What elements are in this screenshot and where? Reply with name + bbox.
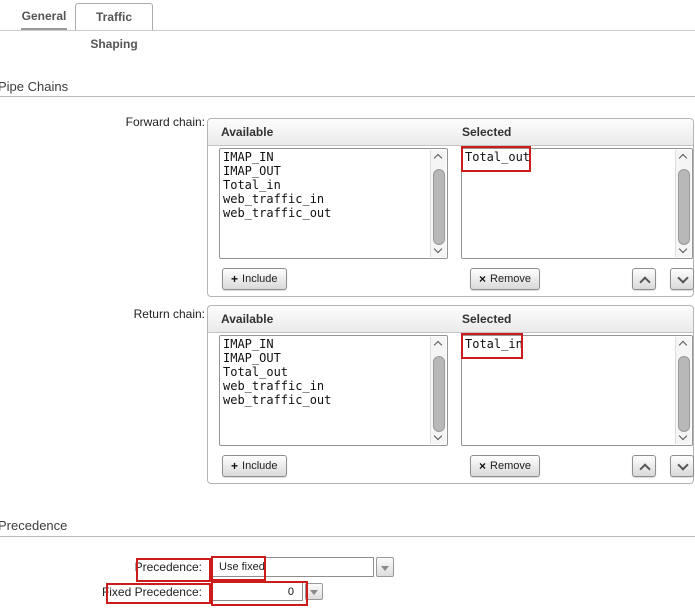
remove-button-label: Remove [490, 460, 531, 472]
list-item[interactable]: IMAP_OUT [223, 164, 281, 178]
forward-move-up-button[interactable] [632, 268, 656, 290]
list-item[interactable]: web_traffic_in [223, 192, 325, 206]
fixed-precedence-arrow-button[interactable] [305, 583, 323, 600]
list-item[interactable]: IMAP_OUT [223, 351, 281, 365]
return-selected-items: Total_in [465, 337, 675, 444]
list-item[interactable]: Total_in [223, 178, 281, 192]
forward-include-button[interactable]: + Include [222, 268, 287, 290]
list-item[interactable]: Total_out [223, 365, 289, 379]
remove-button-label: Remove [490, 273, 531, 285]
dropdown-arrow-icon [381, 566, 389, 571]
scrollbar-thumb[interactable] [433, 356, 445, 432]
forward-chain-header: Available Selected [208, 119, 693, 146]
forward-selected-scrollbar[interactable] [675, 150, 691, 257]
precedence-select-arrow-button[interactable] [376, 557, 394, 577]
precedence-select[interactable]: Use fixed [212, 557, 374, 577]
fixed-precedence-input[interactable] [212, 582, 303, 601]
include-button-label: Include [242, 273, 278, 285]
scrollbar-thumb[interactable] [678, 169, 690, 245]
tab-traffic-shaping[interactable]: Traffic Shaping [75, 3, 153, 51]
return-move-up-button[interactable] [632, 455, 656, 477]
return-available-scrollbar[interactable] [430, 337, 446, 444]
precedence-section-divider [0, 536, 695, 537]
forward-selected-header: Selected [462, 125, 512, 139]
list-item[interactable]: web_traffic_out [223, 206, 332, 220]
forward-move-down-button[interactable] [670, 268, 694, 290]
return-selected-header: Selected [462, 312, 512, 326]
scroll-down-icon[interactable] [433, 431, 443, 441]
forward-available-scrollbar[interactable] [430, 150, 446, 257]
cross-icon: × [479, 459, 487, 473]
active-tab-underline [21, 28, 67, 30]
return-available-header: Available [221, 312, 274, 326]
scroll-up-icon[interactable] [433, 153, 443, 163]
scroll-down-icon[interactable] [678, 244, 688, 254]
move-down-icon [677, 459, 689, 471]
move-up-icon [639, 463, 651, 475]
return-selected-listbox[interactable]: Total_in [461, 335, 693, 446]
list-item[interactable]: IMAP_IN [223, 337, 274, 351]
scrollbar-thumb[interactable] [433, 169, 445, 245]
tabbar-divider [0, 30, 695, 31]
scroll-down-icon[interactable] [678, 431, 688, 441]
return-chain-label: Return chain: [133, 307, 205, 321]
fixed-precedence-label: Fixed Precedence: [101, 585, 202, 599]
precedence-label: Precedence: [134, 560, 202, 574]
list-item[interactable]: Total_in [465, 337, 523, 351]
forward-selected-listbox[interactable]: Total_out [461, 148, 693, 259]
scrollbar-thumb[interactable] [678, 356, 690, 432]
return-chain-header: Available Selected [208, 306, 693, 333]
return-include-button[interactable]: + Include [222, 455, 287, 477]
list-item[interactable]: web_traffic_in [223, 379, 325, 393]
dropdown-arrow-icon [310, 590, 318, 595]
plus-icon: + [231, 459, 239, 473]
scroll-up-icon[interactable] [678, 340, 688, 350]
return-selected-scrollbar[interactable] [675, 337, 691, 444]
pipe-chains-section-title: Pipe Chains [0, 79, 69, 94]
scroll-up-icon[interactable] [433, 340, 443, 350]
precedence-section-title: Precedence [0, 518, 68, 533]
cross-icon: × [479, 272, 487, 286]
return-remove-button[interactable]: × Remove [470, 455, 540, 477]
move-down-icon [677, 272, 689, 284]
plus-icon: + [231, 272, 239, 286]
list-item[interactable]: Total_out [465, 150, 531, 164]
pipe-chains-section-divider [0, 96, 695, 97]
list-item[interactable]: web_traffic_out [223, 393, 332, 407]
forward-chain-label: Forward chain: [125, 115, 205, 129]
forward-selected-items: Total_out [465, 150, 675, 257]
move-up-icon [639, 276, 651, 288]
scroll-down-icon[interactable] [433, 244, 443, 254]
list-item[interactable]: IMAP_IN [223, 150, 274, 164]
forward-available-header: Available [221, 125, 274, 139]
scroll-up-icon[interactable] [678, 153, 688, 163]
return-move-down-button[interactable] [670, 455, 694, 477]
tab-general[interactable]: General [21, 9, 67, 23]
forward-remove-button[interactable]: × Remove [470, 268, 540, 290]
include-button-label: Include [242, 460, 278, 472]
